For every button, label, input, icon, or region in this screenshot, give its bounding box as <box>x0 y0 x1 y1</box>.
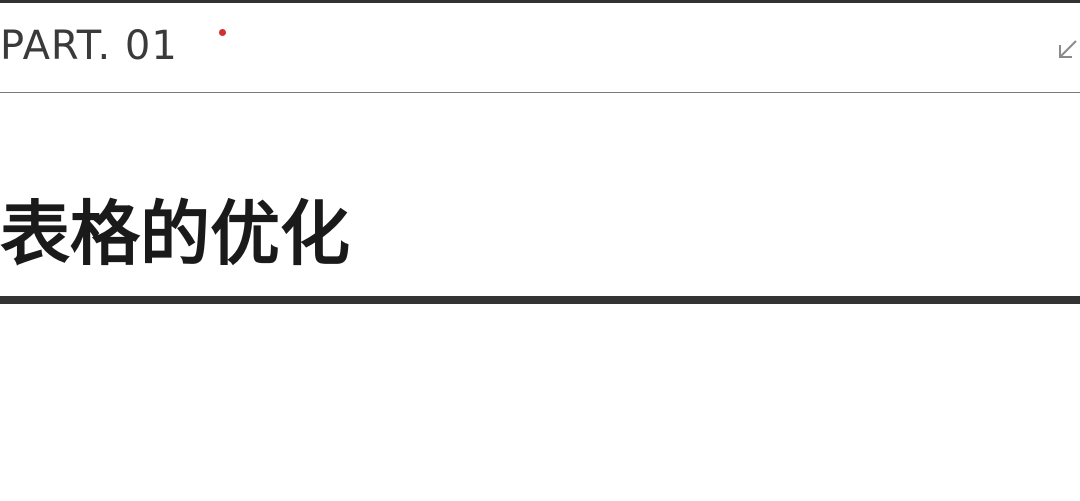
red-dot-icon <box>219 29 226 36</box>
arrow-down-left-icon <box>1059 40 1077 58</box>
top-rule <box>0 0 1080 3</box>
header-divider <box>0 92 1080 93</box>
title-underline <box>0 296 1080 304</box>
part-header: PART. 01 <box>0 3 1080 92</box>
section-title: 表格的优化 <box>0 193 350 275</box>
part-label: PART. 01 <box>0 23 178 69</box>
